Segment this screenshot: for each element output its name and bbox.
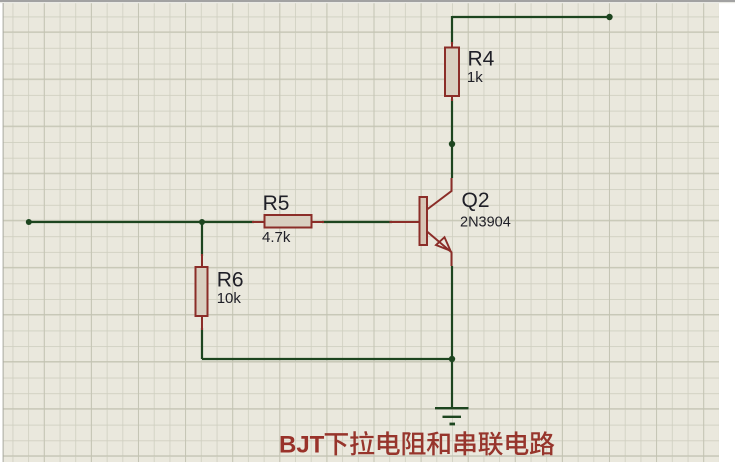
svg-text:2N3904: 2N3904 (460, 215, 511, 231)
svg-text:10k: 10k (217, 290, 242, 307)
svg-text:R5: R5 (263, 192, 290, 215)
svg-text:Q2: Q2 (462, 189, 490, 212)
svg-text:R6: R6 (217, 268, 244, 291)
svg-text:R4: R4 (468, 48, 495, 71)
svg-text:1k: 1k (467, 69, 483, 86)
svg-text:4.7k: 4.7k (262, 229, 291, 246)
svg-text:BJT: BJT (279, 432, 325, 459)
